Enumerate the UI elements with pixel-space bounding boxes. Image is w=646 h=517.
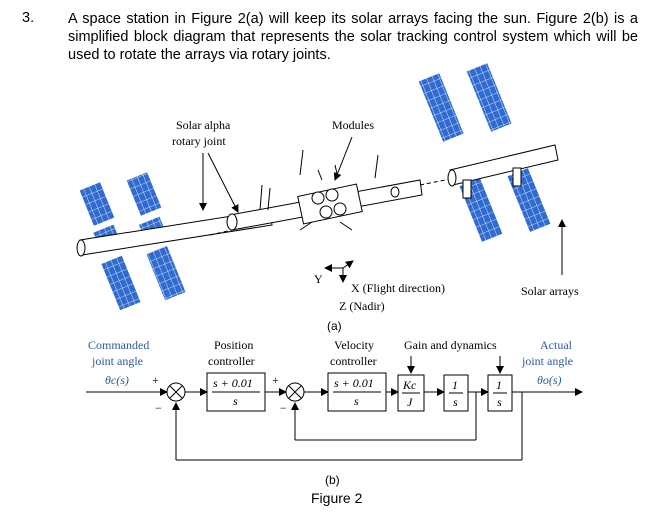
vel-denominator: s	[354, 394, 359, 408]
figure-caption: Figure 2	[311, 490, 363, 506]
label-position-1: Position	[214, 338, 253, 352]
velocity-controller-block: s + 0.01 s	[327, 372, 387, 412]
axis-label-y: Y	[314, 272, 323, 286]
axis-label-z: Z (Nadir)	[339, 299, 385, 313]
int2-denominator: s	[497, 395, 502, 409]
question-number: 3.	[22, 10, 35, 26]
label-output-signal: θo(s)	[537, 373, 562, 387]
label-actual-2: joint angle	[521, 354, 573, 368]
summing-junction-1	[166, 382, 186, 402]
label-velocity-1: Velocity	[334, 338, 374, 352]
sum1-minus: −	[155, 401, 162, 415]
position-controller-block: s + 0.01 s	[206, 372, 266, 412]
label-modules: Modules	[332, 118, 374, 132]
label-solar-alpha-1: Solar alpha	[176, 118, 231, 132]
left-solar-arrays	[76, 172, 273, 311]
integrator-block-2: 1 s	[487, 374, 513, 412]
gain-numerator: Kc	[402, 378, 417, 392]
label-gain-dynamics: Gain and dynamics	[404, 338, 497, 352]
gain-denominator: J	[407, 395, 413, 409]
caption-a: (a)	[327, 319, 342, 333]
central-modules	[209, 149, 456, 236]
block-diagram: Commanded joint angle θc(s) Position con…	[86, 338, 583, 461]
sum1-plus: +	[152, 373, 159, 387]
label-solar-alpha-2: rotary joint	[172, 134, 226, 148]
space-station-illustration	[76, 63, 566, 311]
label-velocity-2: controller	[330, 354, 377, 368]
pos-numerator: s + 0.01	[213, 376, 253, 390]
label-position-2: controller	[208, 354, 255, 368]
right-solar-arrays	[418, 63, 559, 242]
pos-denominator: s	[233, 394, 238, 408]
sum2-minus: −	[280, 401, 287, 415]
int2-numerator: 1	[496, 378, 502, 392]
label-commanded-1: Commanded	[88, 338, 149, 352]
int1-numerator: 1	[452, 378, 458, 392]
axis-label-x: X (Flight direction)	[351, 281, 445, 295]
integrator-block-1: 1 s	[443, 374, 469, 412]
label-actual-1: Actual	[540, 338, 573, 352]
summing-junction-2	[285, 382, 305, 402]
label-solar-arrays: Solar arrays	[521, 284, 579, 298]
caption-b: (b)	[325, 473, 340, 487]
int1-denominator: s	[453, 395, 458, 409]
label-commanded-2: joint angle	[91, 354, 143, 368]
gain-block: Kc J	[397, 374, 425, 412]
label-input-signal: θc(s)	[105, 373, 129, 387]
sum2-plus: +	[272, 373, 279, 387]
vel-numerator: s + 0.01	[334, 376, 374, 390]
question-text: A space station in Figure 2(a) will keep…	[68, 11, 638, 63]
